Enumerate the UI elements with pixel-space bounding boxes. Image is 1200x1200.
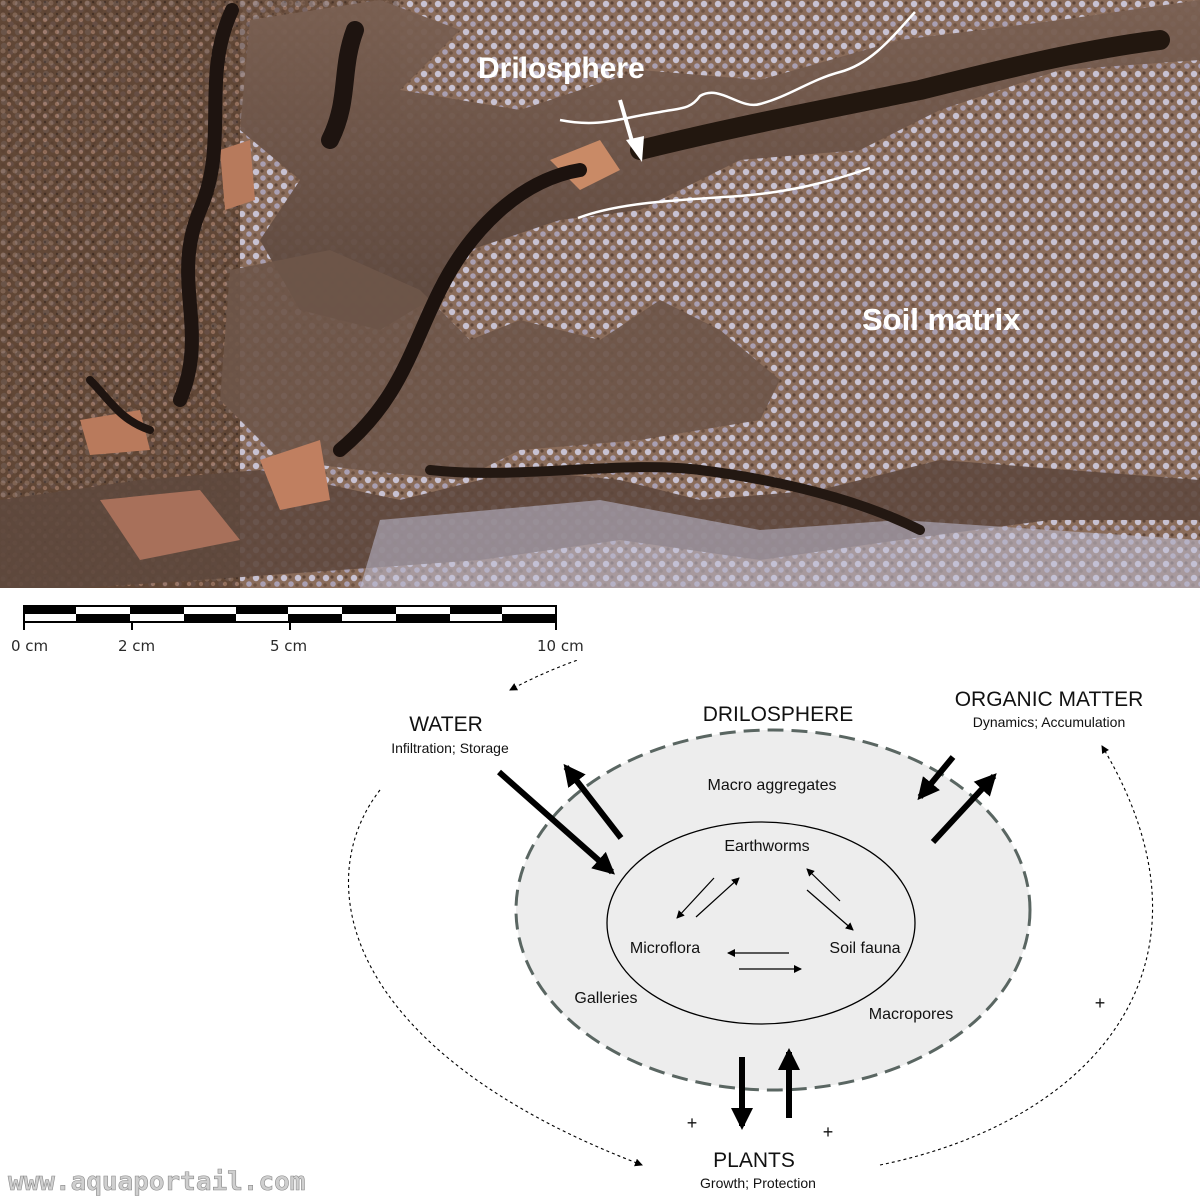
cycle-arrow-left [347,789,643,1167]
soil-fauna-label: Soil fauna [829,940,900,957]
macropores-label: Macropores [869,1006,953,1023]
watermark: www.aquaportail.com [8,1167,305,1197]
scale-segment-black [396,614,450,622]
water-title: WATER [409,713,483,736]
plus-sign: + [823,1122,834,1142]
soil-section-photo: Drilosphere Soil matrix [0,0,1200,588]
organic-in-arrow [917,755,956,801]
microflora-earthworms-arrow [676,877,715,919]
scale-segment-black [450,606,502,614]
galleries-label: Galleries [574,990,637,1007]
drilosphere-boundary-lower [577,166,871,220]
drilosphere-photo-label: Drilosphere [478,52,645,85]
earthworms-label: Earthworms [724,838,809,855]
orange-fragment [220,140,255,210]
drilosphere-ellipse [514,728,1032,1092]
microflora-label: Microflora [630,940,700,957]
scale-segment-black [76,614,130,622]
scale-segment-black [130,606,184,614]
light-aggregate-band [360,500,1200,588]
scale-tick-label: 0 cm [11,637,48,655]
drilosphere-title: DRILOSPHERE [703,703,854,726]
soil-matrix-photo-label: Soil matrix [862,302,1021,337]
scale-tick-label: 10 cm [537,637,584,655]
plus-sign: + [1095,993,1106,1013]
scale-segment-black [236,606,288,614]
burrow [321,21,364,149]
scale-tick-label: 5 cm [270,637,307,655]
water-subtitle: Infiltration; Storage [391,740,509,756]
scale-segment-black [288,614,342,622]
soilfauna-earthworms-arrow [806,868,841,902]
burrow [173,3,239,407]
plus-sign: + [687,1113,698,1133]
scale-bar: 0 cm 2 cm 5 cm 10 cm [11,605,584,655]
scale-segment-black [184,614,236,622]
plants-subtitle: Growth; Protection [700,1175,816,1191]
water-out-arrow [563,763,624,840]
earthworms-microflora-arrow [695,877,740,918]
orange-fragment [100,490,240,560]
drilosphere-pointer-arrowhead [626,136,644,162]
water-in-arrow [497,769,615,875]
scale-segment-black [502,614,556,622]
drilosphere-diagram: DRILOSPHERE WATER Infiltration; Storage … [8,660,1154,1197]
scale-segment-black [342,606,396,614]
organic-matter-title: ORGANIC MATTER [955,688,1144,711]
biota-ellipse [606,821,916,1025]
orange-fragment [260,440,330,510]
cycle-arrow-right [879,745,1154,1166]
organic-matter-subtitle: Dynamics; Accumulation [973,714,1126,730]
macro-aggregates-label: Macro aggregates [708,777,837,794]
burrow [425,462,925,535]
drilosphere-boundary-upper [559,11,916,125]
plants-title: PLANTS [713,1149,795,1172]
scale-tick-label: 2 cm [118,637,155,655]
organic-out-arrow [930,773,997,845]
scale-segment-black [24,606,76,614]
cycle-arrow-top [509,660,580,691]
burrow [86,376,154,434]
burrow [333,163,587,457]
earthworms-soilfauna-arrow [806,889,854,931]
burrow [630,30,1170,160]
